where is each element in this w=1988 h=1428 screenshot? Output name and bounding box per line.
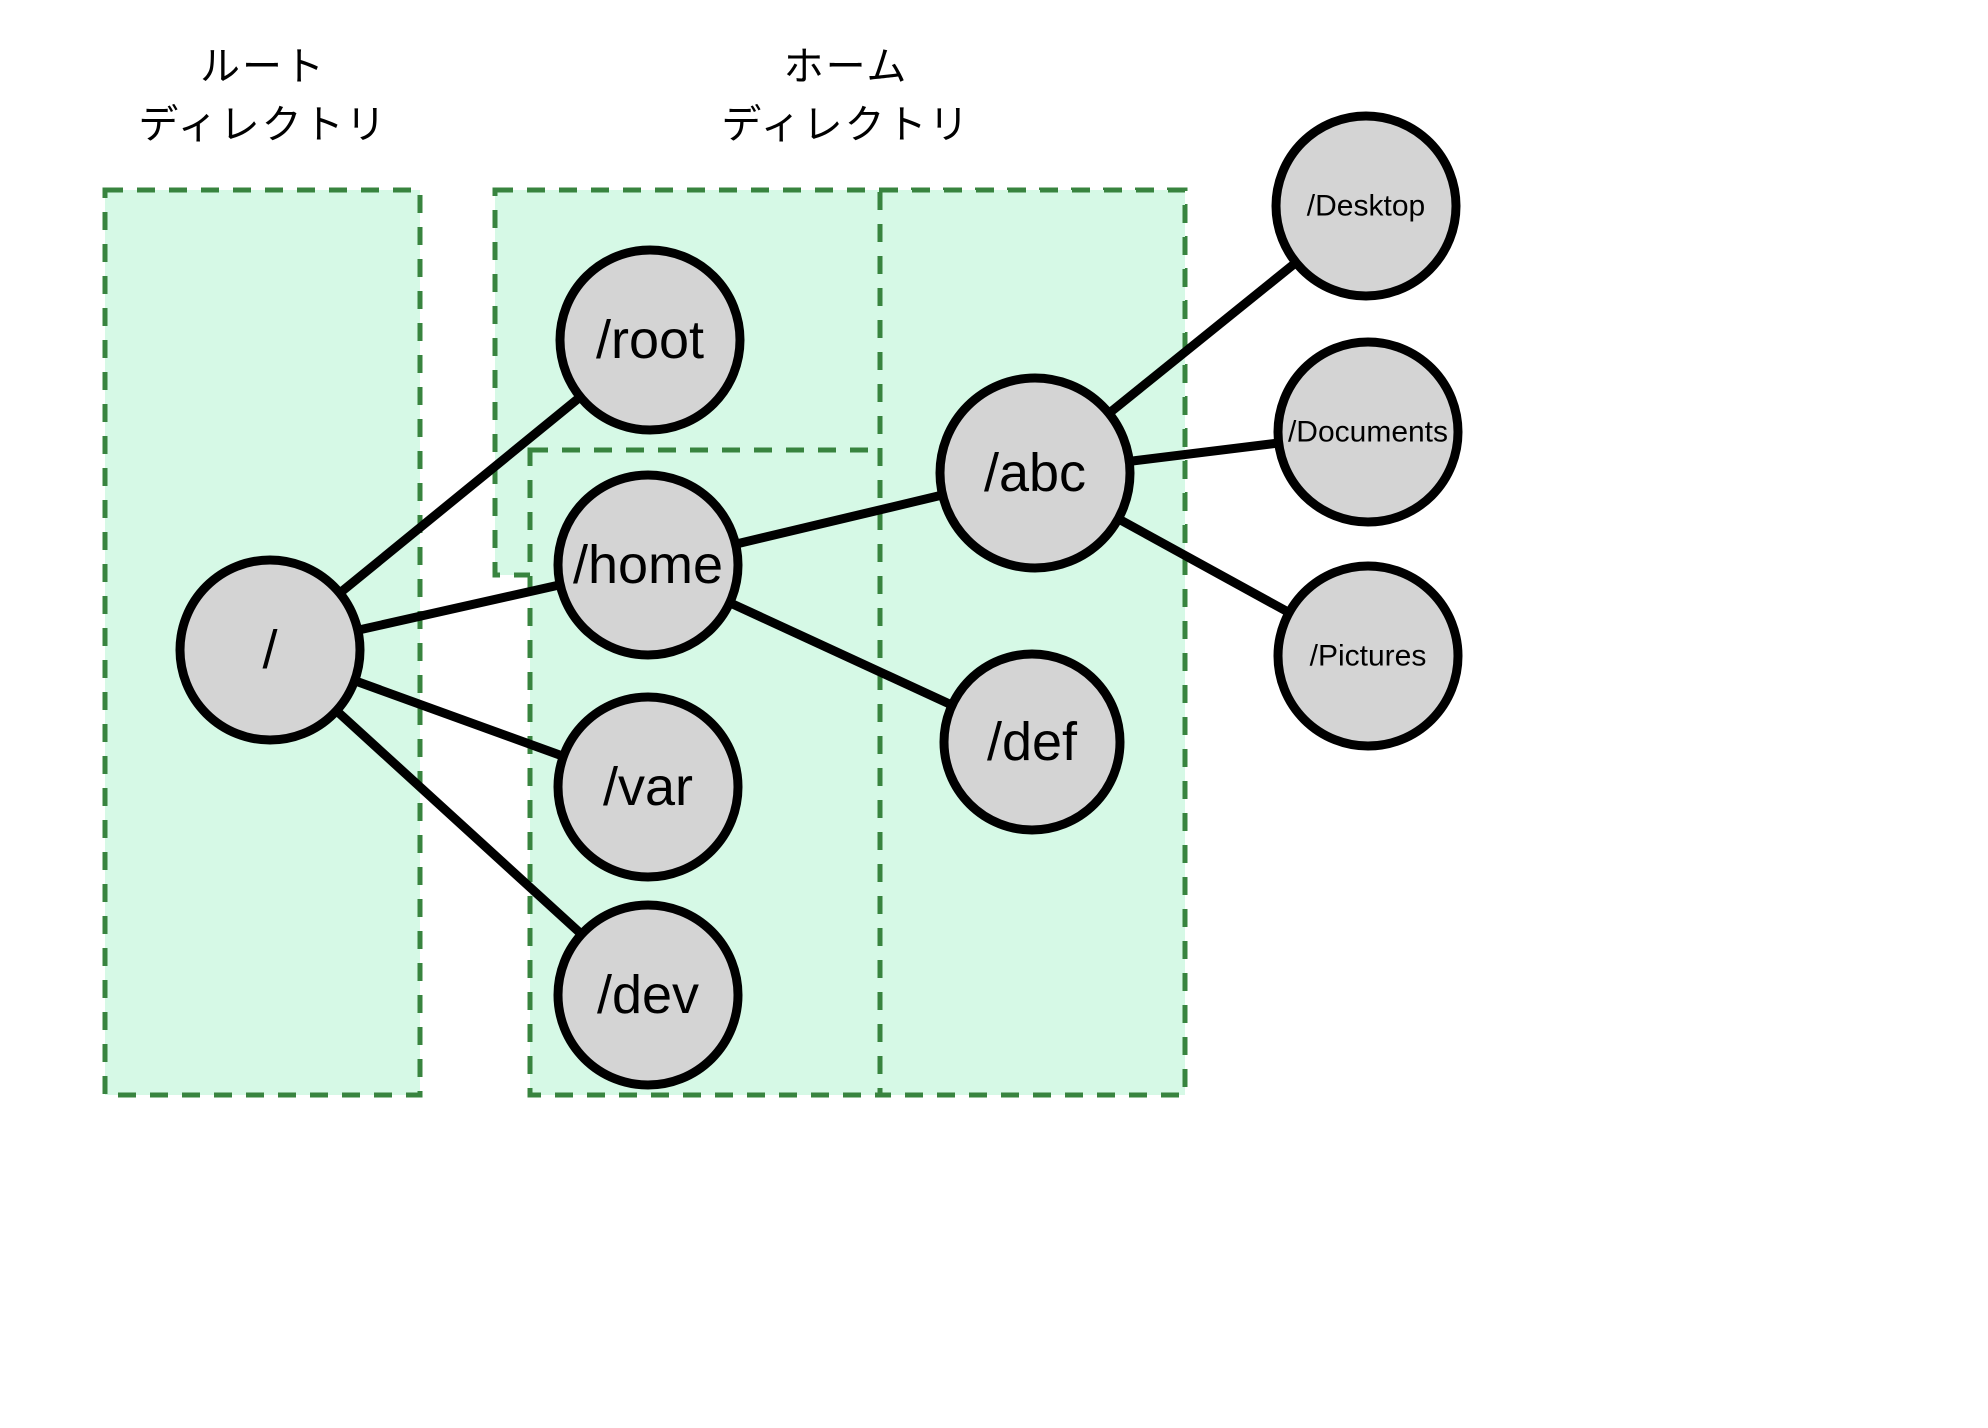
node-pictures-circle[interactable] [1273,561,1463,751]
edge-abc-to-desktop [1103,257,1302,419]
edge-root-to-dev [331,705,587,940]
node-root-label: / [262,620,277,680]
edge-home-to-def [725,597,957,711]
root-directory-label-line2: ディレクトリ [138,103,388,147]
root-directory-label: ルートディレクトリ [105,38,421,154]
node-var-circle[interactable] [553,692,743,882]
node-abc[interactable]: /abc [935,373,1135,573]
home-directory-label-line2: ディレクトリ [721,103,971,147]
node-abc-label: /abc [984,443,1086,503]
home-directory-region-right [877,187,1188,1098]
node-dev-label: /dev [597,965,699,1025]
node-root-circle[interactable] [175,555,365,745]
home-directory-label-line1: ホーム [783,45,909,89]
node-dev[interactable]: /dev [553,900,743,1090]
node-var-label: /var [603,757,693,817]
node-pictures-label: /Pictures [1310,640,1427,673]
node-abc-circle[interactable] [935,373,1135,573]
edge-root-to-root-dir [334,391,586,599]
node-def[interactable]: /def [939,649,1125,835]
node-root-dir-circle[interactable] [555,245,745,435]
edge-abc-to-pictures [1113,513,1294,619]
edge-abc-to-documents [1125,438,1283,467]
node-desktop[interactable]: /Desktop [1271,111,1461,301]
node-def-circle[interactable] [939,649,1125,835]
node-desktop-label: /Desktop [1307,190,1425,223]
edge-root-to-var [350,675,568,762]
root-directory-label-line1: ルート [200,45,326,89]
edge-home-to-abc [731,489,947,550]
node-pictures[interactable]: /Pictures [1273,561,1463,751]
node-root-dir[interactable]: /root [555,245,745,435]
node-home[interactable]: /home [553,470,743,660]
node-var[interactable]: /var [553,692,743,882]
node-root[interactable]: / [175,555,365,745]
edges-layer [331,257,1302,940]
node-def-label: /def [987,712,1078,772]
home-directory-label: ホームディレクトリ [688,38,1004,154]
node-documents-circle[interactable] [1273,337,1463,527]
node-dev-circle[interactable] [553,900,743,1090]
node-documents[interactable]: /Documents [1273,337,1463,527]
node-documents-label: /Documents [1288,416,1448,449]
node-desktop-circle[interactable] [1271,111,1461,301]
edge-root-to-home [353,579,565,636]
node-home-circle[interactable] [553,470,743,660]
node-home-label: /home [573,535,723,595]
nodes-layer: / /root/home/var/dev/abc/def/Desktop/Docu… [175,111,1463,1090]
node-root-dir-label: /root [596,310,704,370]
